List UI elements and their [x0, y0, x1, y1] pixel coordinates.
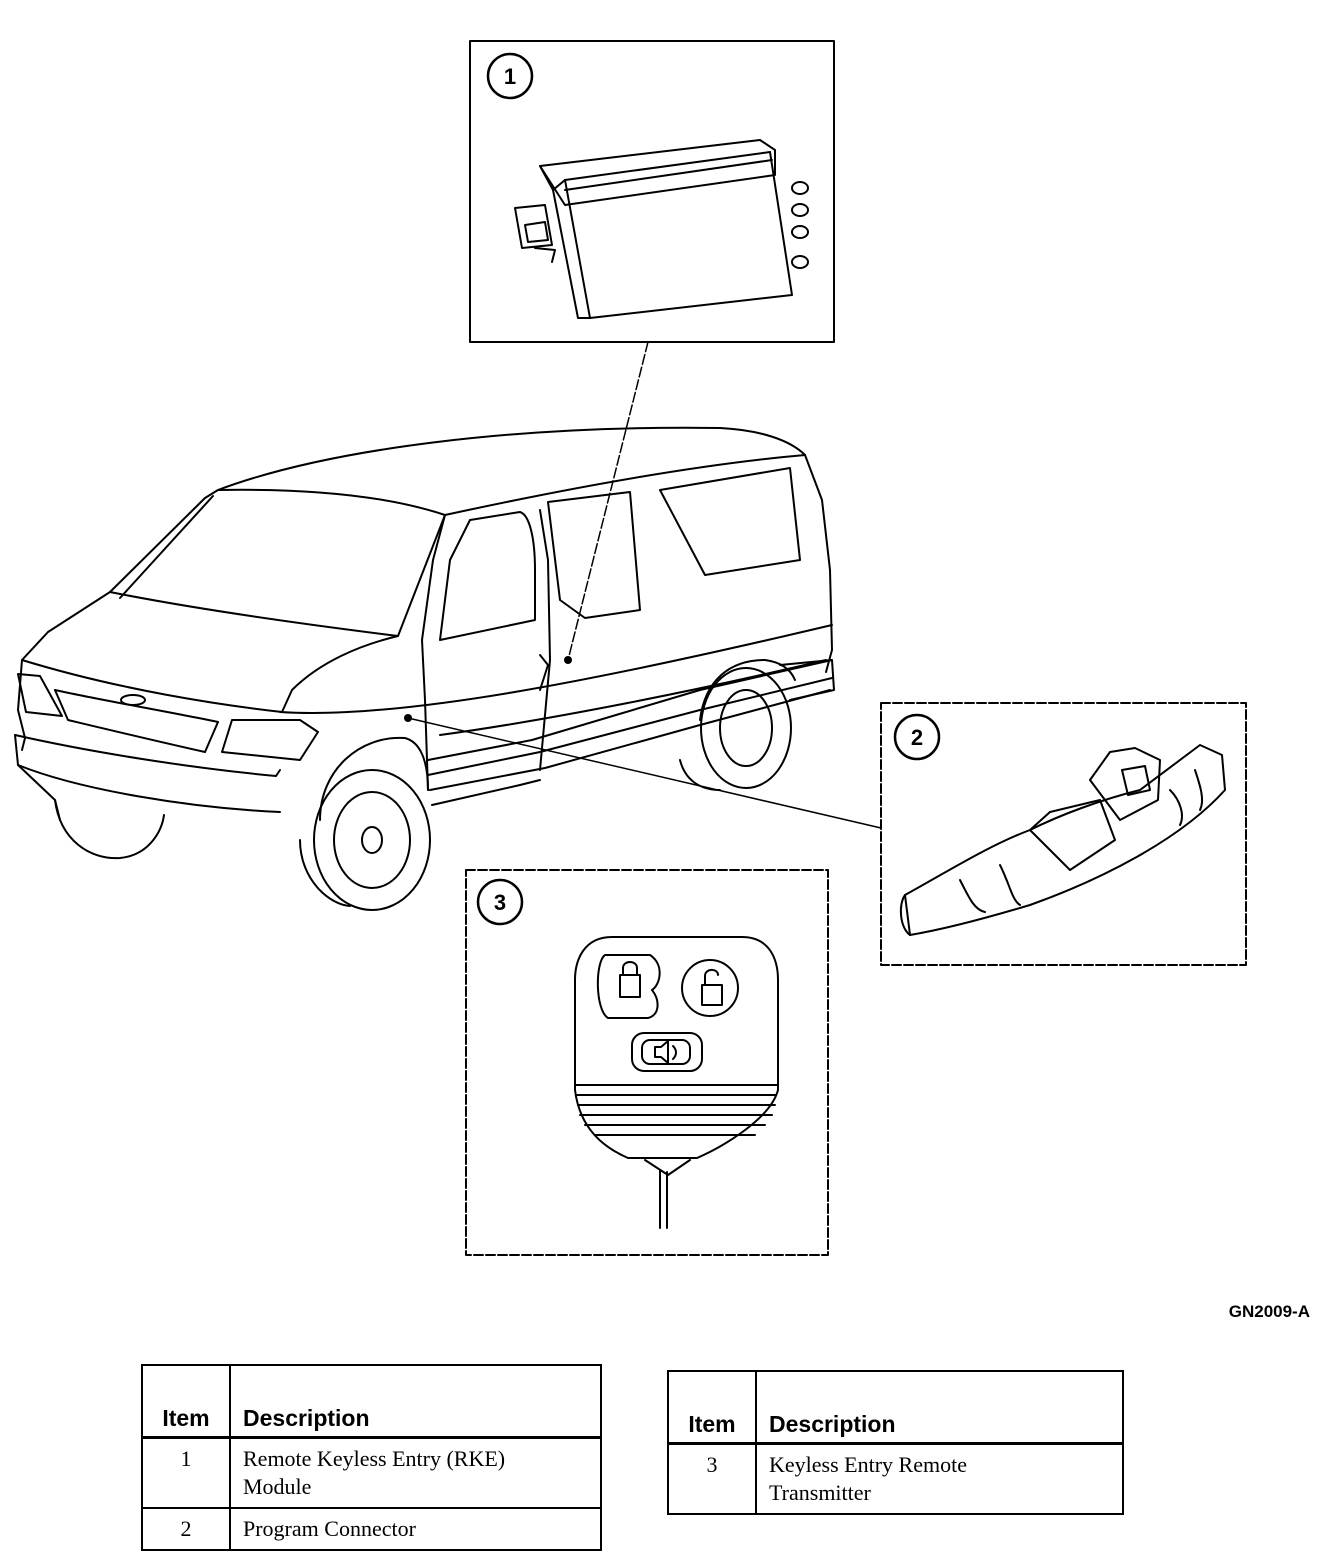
callout-number-2: 2 [911, 725, 923, 750]
table-row: 3 Keyless Entry Remote Transmitter [667, 1442, 1124, 1515]
van-illustration [14, 426, 835, 911]
legend-table-right: Item Description 3 Keyless Entry Remote … [667, 1370, 1124, 1515]
callout-box-1 [469, 40, 835, 343]
program-connector-drawing [899, 744, 1226, 936]
item-number: 1 [141, 1436, 231, 1509]
callout-box-2 [880, 702, 1247, 966]
description-line: Transmitter [769, 1480, 871, 1505]
rke-module-drawing [514, 139, 809, 319]
callout-number-3: 3 [494, 890, 506, 915]
description-header: Description [229, 1364, 602, 1439]
description-line: Module [243, 1474, 312, 1499]
callout-dot-2 [404, 714, 412, 722]
legend-table-left: Item Description 1 Remote Keyless Entry … [141, 1364, 602, 1551]
description-line: Remote Keyless Entry (RKE) [243, 1446, 506, 1471]
callout-number-1: 1 [504, 64, 516, 89]
remote-transmitter-drawing [574, 936, 779, 1229]
legend-header-row: Item Description [141, 1364, 602, 1439]
figure-id: GN2009-A [1228, 1302, 1310, 1321]
callout-dot-1 [564, 656, 572, 664]
item-description: Remote Keyless Entry (RKE) Module [229, 1436, 602, 1509]
description-header: Description [755, 1370, 1124, 1445]
leader-lines [407, 341, 882, 829]
table-row: 1 Remote Keyless Entry (RKE) Module [141, 1436, 602, 1509]
item-header: Item [667, 1370, 757, 1445]
item-number: 3 [667, 1442, 757, 1515]
description-line: Keyless Entry Remote [769, 1452, 967, 1477]
legend-header-row: Item Description [667, 1370, 1124, 1445]
callout-box-3 [465, 869, 829, 1256]
item-description: Keyless Entry Remote Transmitter [755, 1442, 1124, 1515]
table-row: 2 Program Connector [141, 1507, 602, 1551]
item-header: Item [141, 1364, 231, 1439]
description-line: Program Connector [243, 1516, 416, 1541]
item-description: Program Connector [229, 1507, 602, 1551]
item-number: 2 [141, 1507, 231, 1551]
